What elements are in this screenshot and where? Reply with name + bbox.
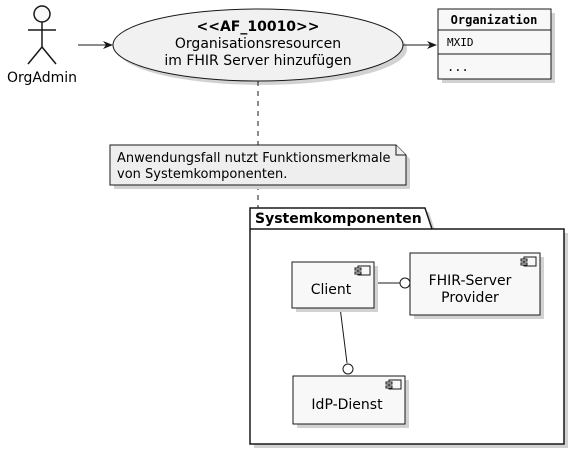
- actor-icon: [27, 5, 57, 65]
- component-idp-dienst: IdP-Dienst: [292, 375, 409, 428]
- entity-attribute: MXID: [447, 36, 474, 49]
- component-connectors: [339, 277, 411, 375]
- component-fhir-label-line1: FHIR-Server: [429, 273, 512, 289]
- note-line2: von Systemkomponenten.: [117, 167, 287, 182]
- component-icon: [354, 265, 371, 276]
- entity-more: ...: [447, 60, 469, 74]
- component-client: Client: [291, 261, 378, 312]
- actor-label: OrgAdmin: [7, 70, 77, 86]
- component-fhir-label-line2: Provider: [441, 290, 499, 306]
- usecase-stereotype: <<AF_10010>>: [196, 19, 319, 35]
- component-idp-label: IdP-Dienst: [311, 397, 383, 413]
- component-fhir-server-provider: FHIR-Server Provider: [409, 252, 544, 319]
- component-icon: [385, 379, 402, 390]
- actor-orgadmin: OrgAdmin: [7, 5, 77, 86]
- usecase-title-line1: Organisationsresourcen: [175, 36, 341, 52]
- usecase-af-10010: <<AF_10010>> Organisationsresourcen im F…: [112, 8, 407, 85]
- component-client-label: Client: [311, 282, 352, 298]
- entity-organization: Organization MXID ...: [437, 8, 555, 83]
- note-line1: Anwendungsfall nutzt Funktionsmerkmale: [117, 151, 391, 166]
- component-icon: [520, 256, 537, 267]
- usecase-title-line2: im FHIR Server hinzufügen: [164, 53, 351, 69]
- package-title: Systemkomponenten: [255, 211, 422, 227]
- note: Anwendungsfall nutzt Funktionsmerkmale v…: [109, 144, 410, 189]
- entity-title: Organization: [451, 13, 538, 27]
- fhir-provided-interface: [399, 277, 411, 289]
- idp-provided-interface: [342, 363, 354, 375]
